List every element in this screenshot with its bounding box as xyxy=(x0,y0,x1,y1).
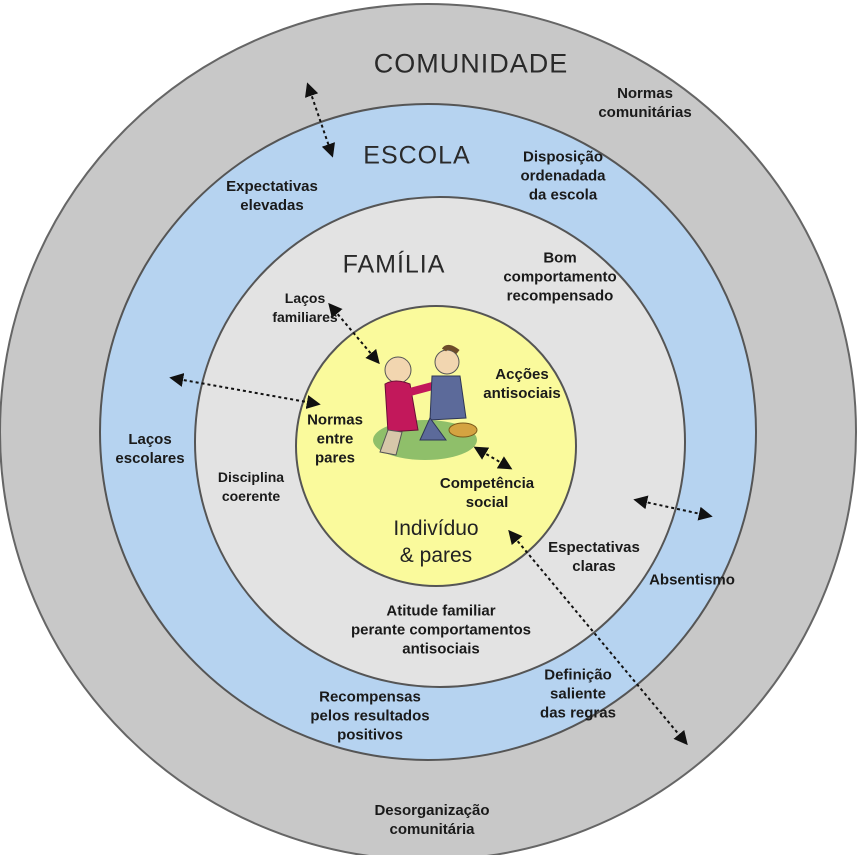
influence-arrows xyxy=(169,82,713,746)
label-recompensas: Recompensas pelos resultados positivos xyxy=(310,688,430,744)
label-bom-comportamento: Bom comportamento recompensado xyxy=(503,249,617,305)
arrow-definicao-regras xyxy=(508,529,688,746)
label-disciplina-coerente: Disciplina coerente xyxy=(217,469,285,504)
label-lacos-familiares: Laços familiares xyxy=(272,290,338,325)
label-desorganizacao: Desorganização comunitária xyxy=(374,802,490,838)
label-lacos-escolares: Laços escolares xyxy=(115,431,185,467)
label-competencia-social: Competência social xyxy=(439,475,535,511)
arrow-comunidade-escola xyxy=(305,82,335,158)
label-disposicao: Disposição ordenadada da escola xyxy=(520,148,606,204)
label-normas-comunitarias: Normas comunitárias xyxy=(598,85,692,121)
label-normas-entre-pares: Normas entre pares xyxy=(307,411,363,467)
arrow-lacos-escolares xyxy=(169,373,321,409)
label-espectativas-claras: Espectativas claras xyxy=(548,539,640,575)
arrow-competencia-social xyxy=(473,446,513,470)
arrow-absentismo xyxy=(633,495,713,521)
label-definicao-saliente: Definição saliente das regras xyxy=(540,666,616,722)
title-escola: ESCOLA xyxy=(363,141,471,170)
title-familia: FAMÍLIA xyxy=(342,250,446,279)
label-atitude-familiar: Atitude familiar perante comportamentos … xyxy=(350,602,532,658)
title-comunidade: COMUNIDADE xyxy=(373,48,569,79)
label-individuo-pares: Indivíduo & pares xyxy=(393,517,479,567)
label-accoes-antisociais: Acções antisociais xyxy=(483,366,561,402)
label-absentismo: Absentismo xyxy=(649,571,735,589)
children-illustration xyxy=(373,344,478,460)
label-expectativas-elevadas: Expectativas elevadas xyxy=(226,178,318,214)
arrow-lacos-familiares xyxy=(328,302,380,365)
